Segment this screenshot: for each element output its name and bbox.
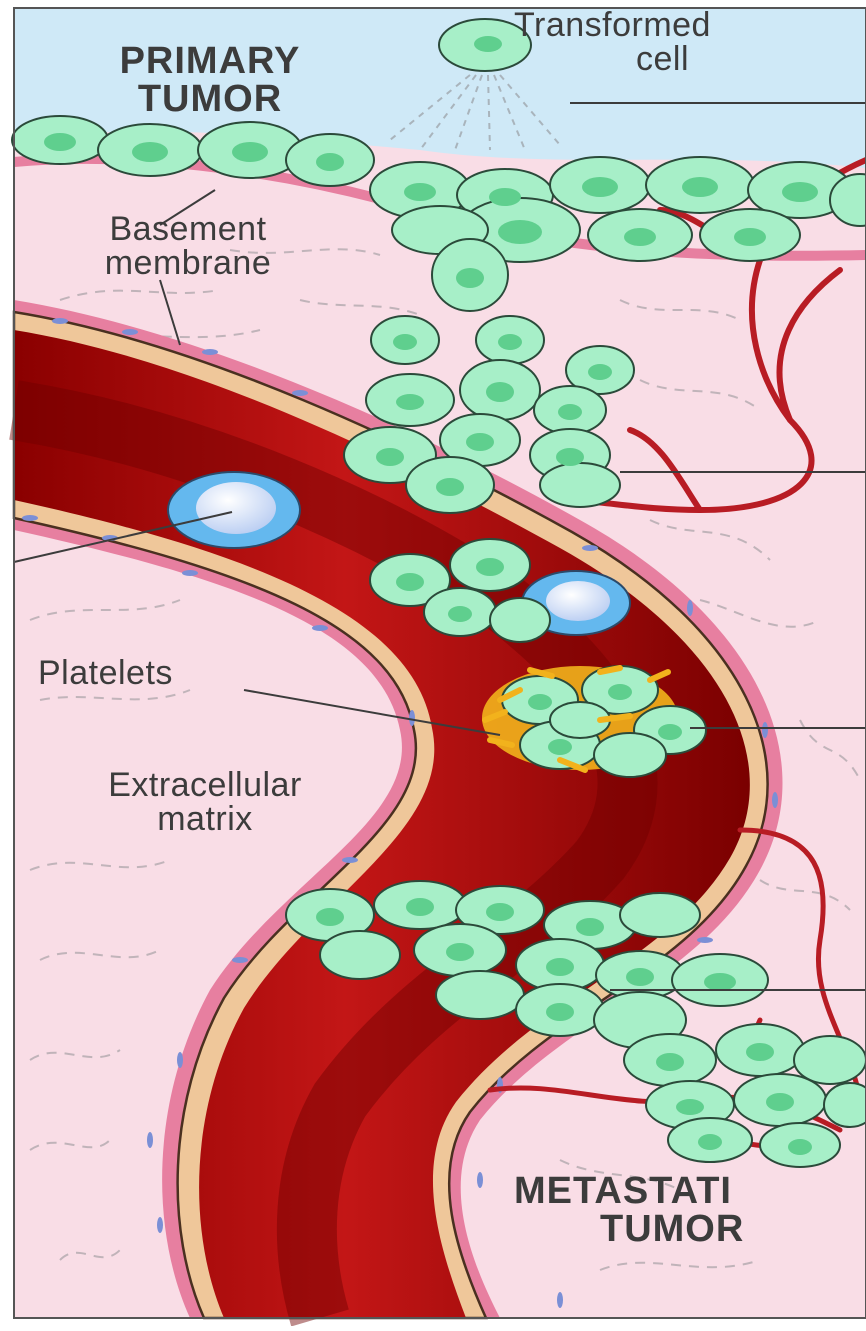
primary-tumor-label-line1: PRIMARY (40, 42, 380, 80)
platelets-label: Platelets (24, 656, 318, 690)
extracellular-matrix-label-line1: Extracellular (20, 768, 390, 802)
transformed-cell-label-line1: Transformed (506, 8, 866, 42)
transformed-cell-label: Transformed cell (506, 8, 866, 76)
metastatic-tumor-label-line1: METASTATI (490, 1172, 866, 1210)
metastatic-tumor-label: METASTATI TUMOR (490, 1172, 866, 1248)
extracellular-matrix-label-line2: matrix (20, 802, 390, 836)
extracellular-matrix-label: Extracellular matrix (20, 768, 390, 836)
primary-tumor-label: PRIMARY TUMOR (40, 42, 380, 118)
basement-membrane-label-line1: Basement (28, 212, 348, 246)
transformed-cell-label-line2: cell (506, 42, 866, 76)
basement-membrane-label-line2: membrane (28, 246, 348, 280)
primary-tumor-label-line2: TUMOR (40, 80, 380, 118)
metastatic-tumor-label-line2: TUMOR (490, 1210, 866, 1248)
basement-membrane-label: Basement membrane (28, 212, 348, 280)
